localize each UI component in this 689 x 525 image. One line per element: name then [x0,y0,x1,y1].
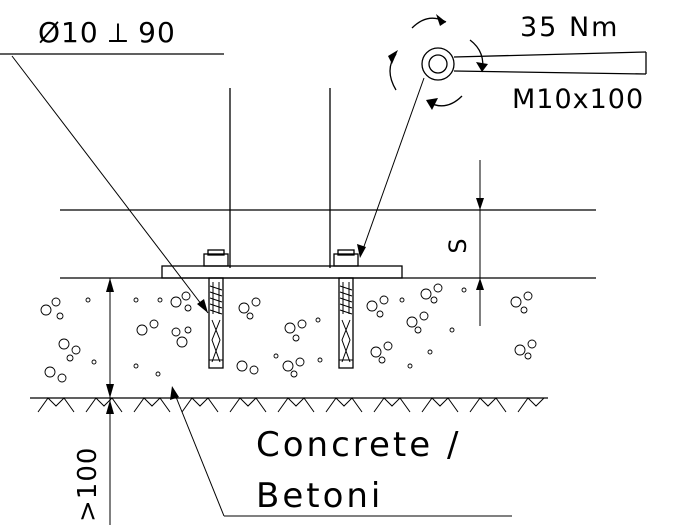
material-leader-line [173,391,225,517]
material-label: Concrete / Betoni [170,386,512,517]
bolt-size-label: M10x100 [512,84,644,115]
material-label-line1: Concrete / [256,425,461,465]
wrench-ring-inner [428,54,448,74]
material-label-line2: Betoni [256,476,383,516]
torque-leader-arrow [357,244,366,258]
depth-dimension: >100 [73,400,114,525]
concrete-aggregate [40,283,537,383]
gap-dimension-label: S [444,238,472,253]
drill-leader-line [11,55,209,314]
depth-dimension-label: >100 [73,447,103,522]
torque-leader-line [361,77,425,253]
base-plate [161,265,403,279]
drill-leader-arrow [197,299,208,313]
ground-line [30,397,548,413]
torque-wrench: 35 Nm M10x100 [357,12,647,258]
wrench-ring-outer [421,47,455,81]
material-leader-arrow [170,386,179,400]
torque-value: 35 Nm [520,12,619,43]
slab-thickness-dimension [106,278,114,400]
gap-dimension: S [444,160,484,326]
anchor-bolt-left [203,249,229,369]
drill-callout-text: Ø10 ⟂ 90 [38,16,176,49]
anchor-bolt-right [333,249,359,369]
drill-callout: Ø10 ⟂ 90 [0,16,224,314]
column-outline [60,88,596,268]
